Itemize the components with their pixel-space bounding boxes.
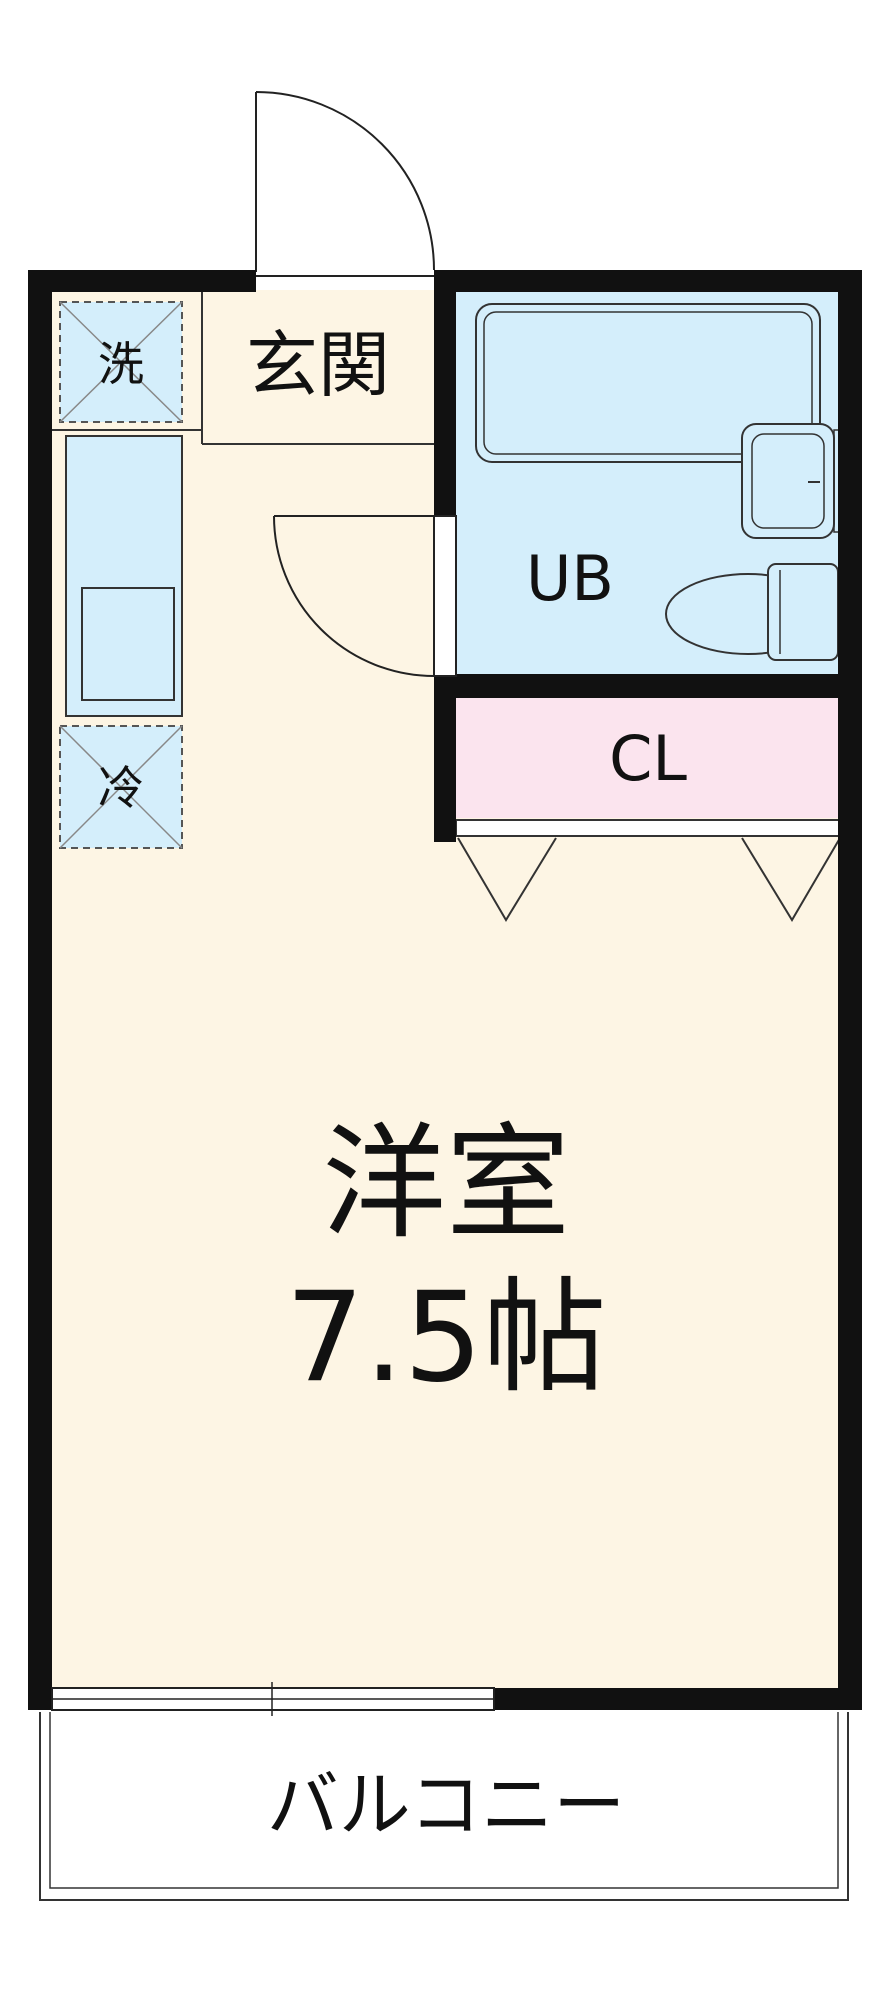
washbasin	[741, 423, 841, 539]
walls	[28, 270, 862, 1710]
balcony-railing	[39, 1712, 849, 1901]
label-washer: 洗	[98, 337, 144, 391]
hall-door-swing	[273, 515, 435, 677]
hall-door-frame	[433, 515, 457, 677]
label-western-room: 洋室	[322, 1112, 570, 1256]
label-fridge: 冷	[98, 761, 144, 815]
closet-area	[456, 698, 840, 818]
entrance-floor-lines	[52, 292, 434, 445]
label-closet: CL	[609, 722, 687, 795]
toilet	[665, 563, 839, 661]
label-entrance: 玄関	[246, 323, 390, 407]
fridge-space	[59, 725, 183, 849]
washer-space	[59, 301, 183, 423]
bathtub	[475, 303, 821, 463]
balcony-window	[51, 1682, 495, 1716]
label-western-room-size: 7.5帖	[285, 1266, 606, 1410]
label-balcony: バルコニー	[267, 1763, 626, 1847]
label-unit-bath: UB	[526, 542, 614, 615]
kitchen-counter	[65, 435, 183, 717]
entrance-door-swing	[255, 91, 435, 272]
